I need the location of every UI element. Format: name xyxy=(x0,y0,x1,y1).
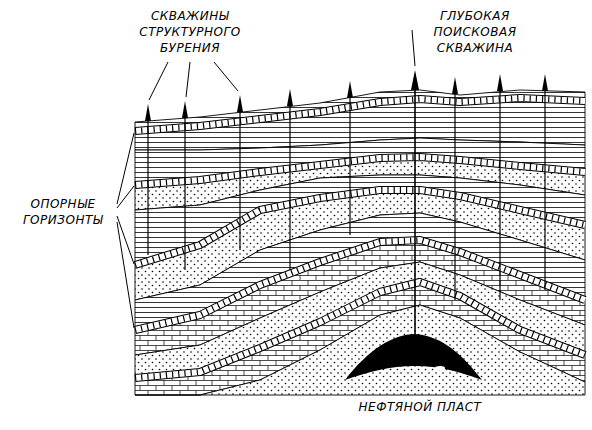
marker-horizons xyxy=(135,98,585,378)
derricks xyxy=(145,70,548,121)
well-group-label: СКВАЖИНЫ СТРУКТУРНОГО БУРЕНИЯ xyxy=(125,8,255,56)
horizon-label: ОПОРНЫЕ ГОРИЗОНТЫ xyxy=(12,196,114,228)
reservoir-label: НЕФТЯНОЙ ПЛАСТ xyxy=(335,399,505,415)
leader-lines xyxy=(117,30,415,328)
wells xyxy=(148,90,545,334)
deep-well-label: ГЛУБОКАЯ ПОИСКОВАЯ СКВАЖИНА xyxy=(420,8,530,56)
oil-highlight xyxy=(435,366,445,370)
strata xyxy=(135,90,585,395)
oil-reservoir xyxy=(345,334,482,380)
